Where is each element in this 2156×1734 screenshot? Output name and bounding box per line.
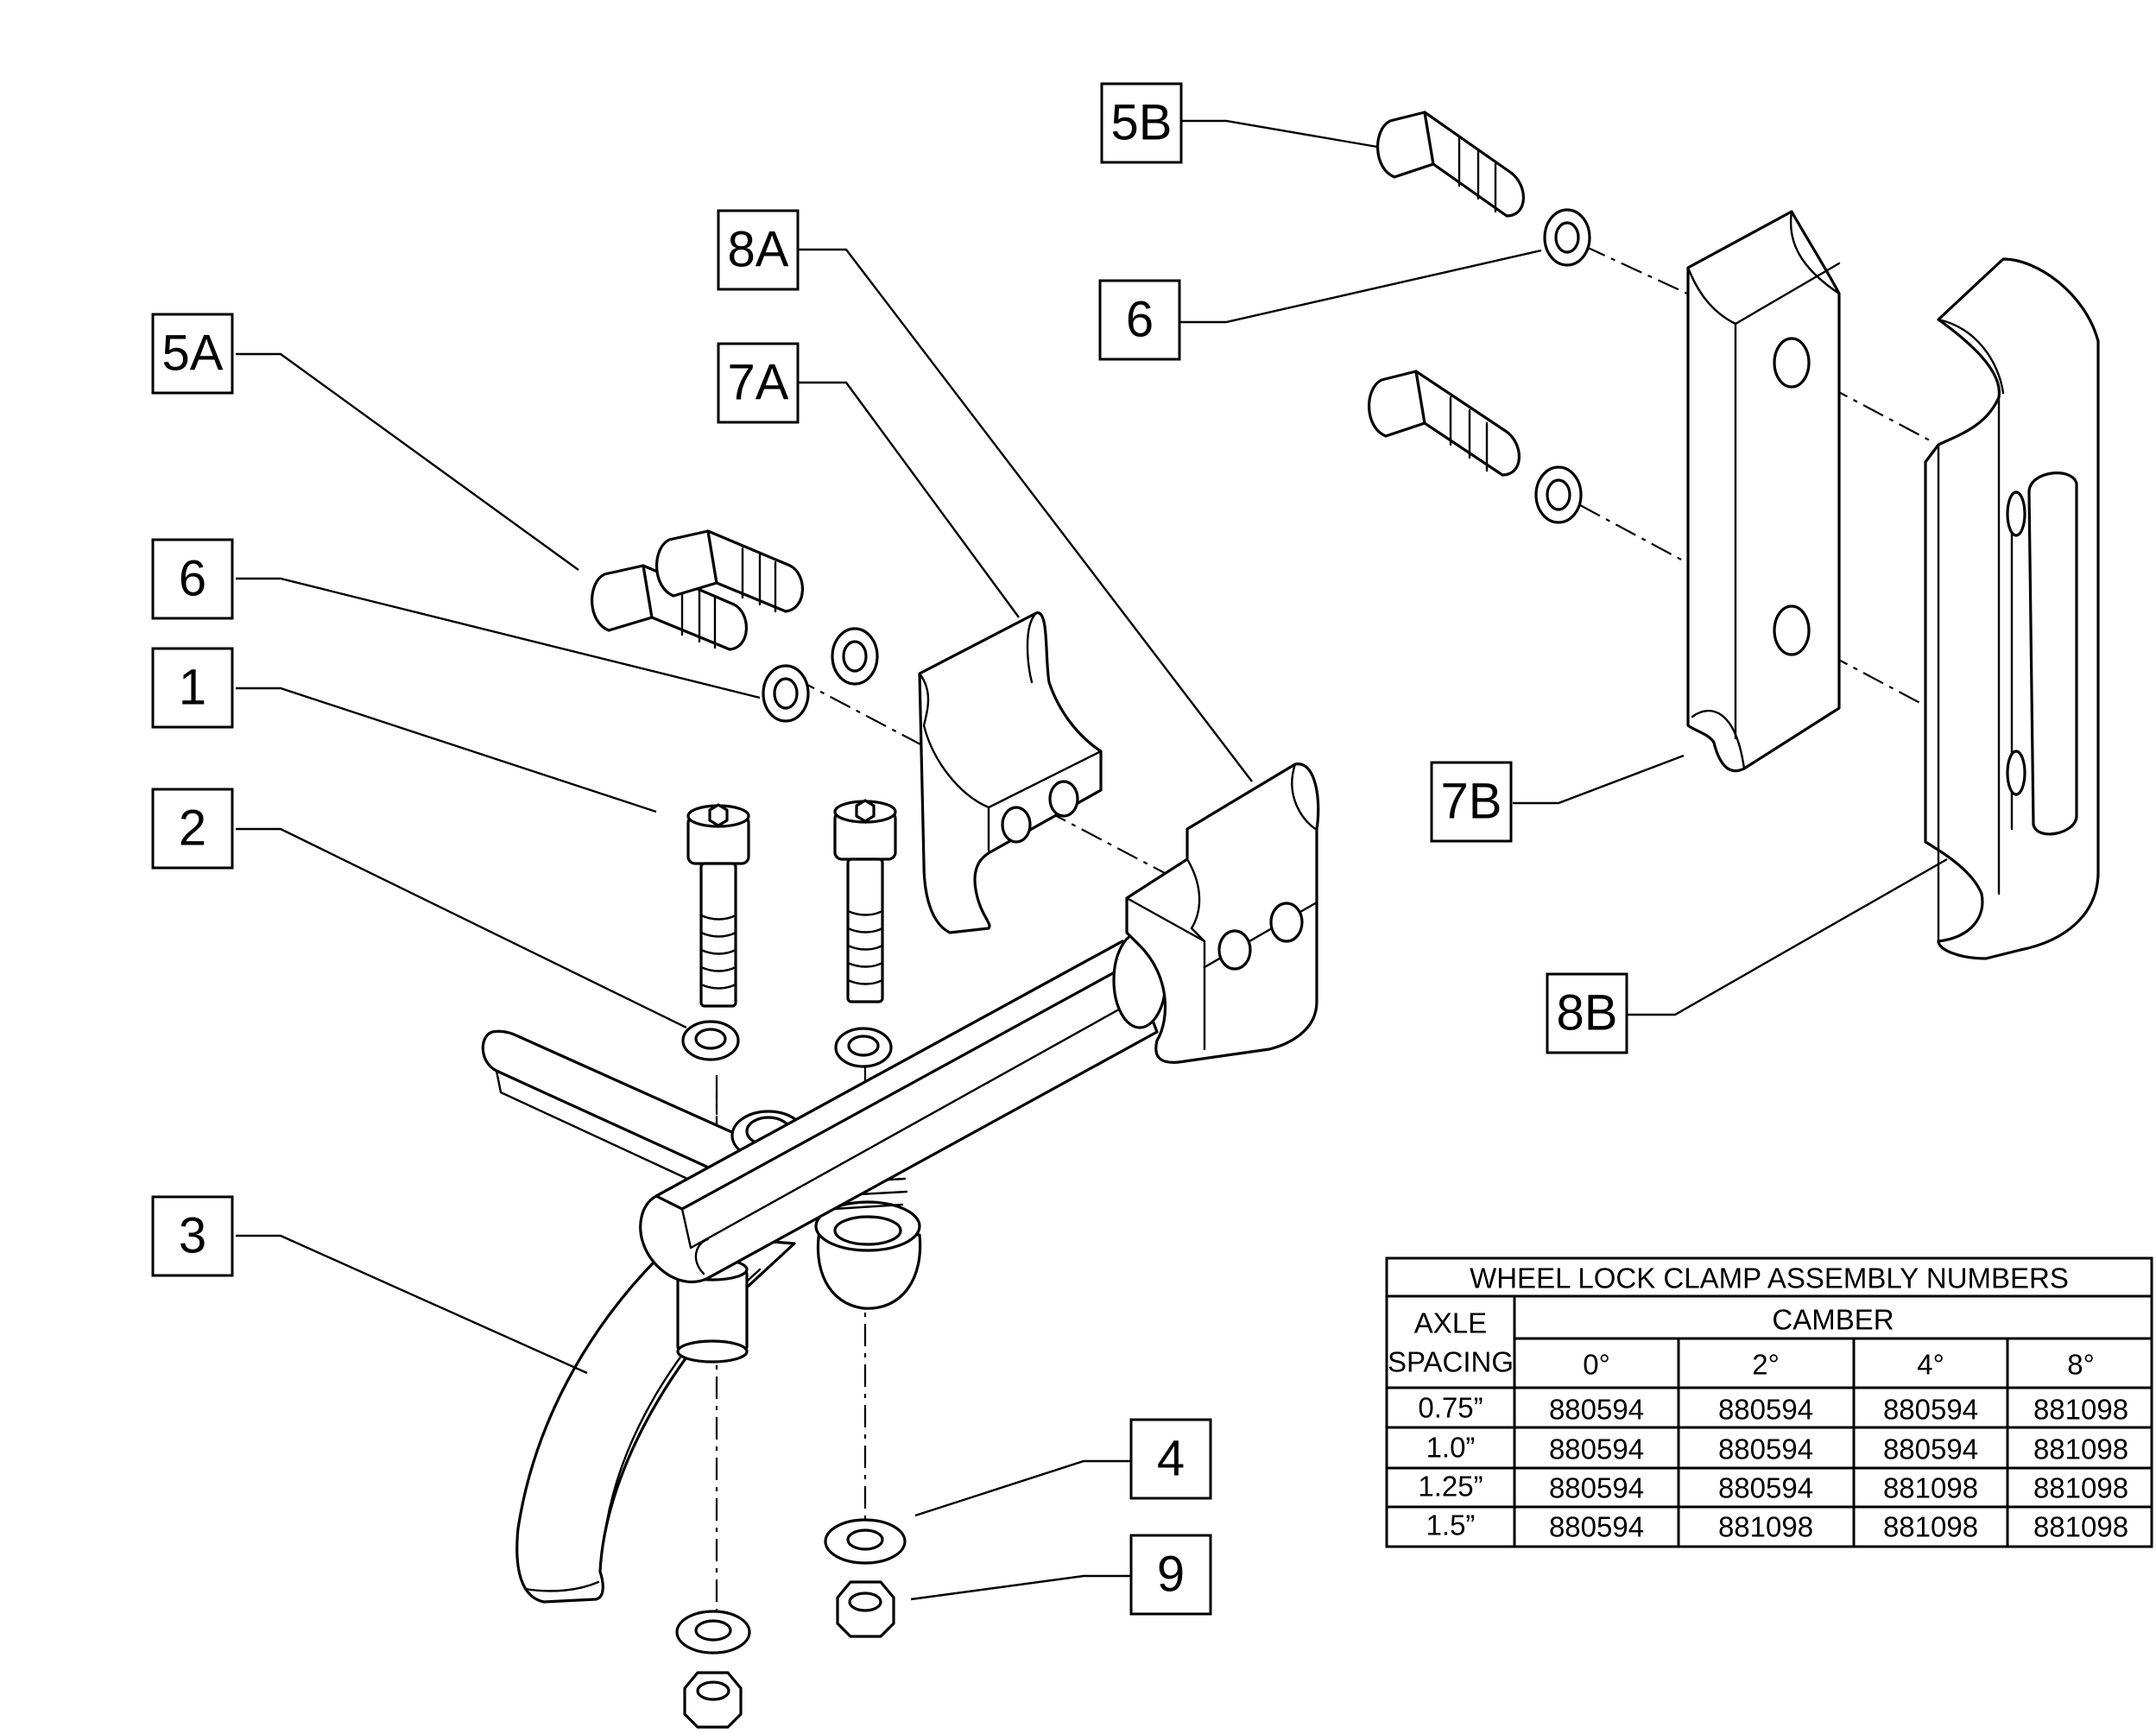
pivot-boss-right (814, 1177, 922, 1310)
table-cell: 880594 (1549, 1511, 1644, 1543)
callout-5b: 5B (1100, 82, 1183, 164)
callout-8a: 8A (717, 209, 800, 291)
table-row-spacing: 1.5” (1426, 1509, 1476, 1541)
part-7b-clamp (1686, 210, 1841, 773)
callout-4: 4 (1129, 1418, 1212, 1500)
table-row-header-line2: SPACING (1388, 1346, 1514, 1378)
part-4-washer (824, 1518, 907, 1565)
table-cell: 880594 (1718, 1394, 1813, 1426)
callout-5a-text: 5A (162, 326, 224, 382)
callout-8a-text: 8A (728, 222, 789, 278)
callout-3-text: 3 (179, 1208, 206, 1264)
table-cell: 880594 (1718, 1433, 1813, 1465)
table-cell: 881098 (1883, 1511, 1978, 1543)
table-cell: 881098 (1883, 1472, 1978, 1504)
table-cell: 881098 (2033, 1394, 2128, 1426)
callout-7b-text: 7B (1441, 774, 1502, 830)
callout-9: 9 (1129, 1534, 1212, 1616)
part-6-lock-washers-right (1534, 208, 1591, 524)
callout-6-left-text: 6 (179, 551, 206, 607)
callout-4-text: 4 (1157, 1431, 1185, 1487)
part-1-cap-screw-right (833, 799, 897, 1003)
table-cell: 880594 (1883, 1394, 1978, 1426)
callout-1-text: 1 (179, 660, 206, 716)
table-column-header: 8° (2067, 1349, 2095, 1381)
callout-8b-text: 8B (1557, 985, 1618, 1041)
part-2-washers (681, 1020, 893, 1068)
table-cell: 880594 (1718, 1472, 1813, 1504)
table-cell: 881098 (2033, 1472, 2128, 1504)
table-row-header-line1: AXLE (1414, 1307, 1487, 1339)
callout-2-text: 2 (179, 801, 206, 857)
callout-5a: 5A (151, 313, 234, 395)
assembly-numbers-table: WHEEL LOCK CLAMP ASSEMBLY NUMBERS AXLE S… (1385, 1256, 2153, 1548)
callout-6-right-text: 6 (1126, 292, 1154, 348)
table-row-spacing: 0.75” (1418, 1392, 1483, 1424)
callout-3: 3 (151, 1195, 234, 1277)
callout-9-text: 9 (1157, 1547, 1185, 1603)
part-6-lock-washers-left (762, 627, 879, 723)
callout-1: 1 (151, 647, 234, 729)
part-8b-clamp (1924, 257, 2100, 960)
channel-bar (639, 931, 1167, 1284)
washer-and-nut-left (675, 1610, 751, 1729)
part-7a-clamp (918, 611, 1103, 934)
callout-7a-text: 7A (728, 355, 789, 411)
table-column-header: 0° (1583, 1349, 1610, 1381)
part-5b-screws (1368, 111, 1525, 477)
callout-7b: 7B (1430, 761, 1513, 843)
table-cell: 881098 (2033, 1433, 2128, 1465)
callout-6-right: 6 (1098, 279, 1181, 361)
table-title: WHEEL LOCK CLAMP ASSEMBLY NUMBERS (1470, 1263, 2069, 1294)
callout-5b-text: 5B (1111, 95, 1173, 151)
table-cell: 881098 (1718, 1511, 1813, 1543)
callout-2: 2 (151, 788, 234, 870)
callout-6-left: 6 (151, 538, 234, 620)
table-cell: 880594 (1549, 1433, 1644, 1465)
leader-lines (236, 119, 1948, 1601)
part-5a-screws (591, 529, 804, 651)
part-8a-clamp (1125, 763, 1320, 1064)
table-cell: 880594 (1549, 1472, 1644, 1504)
table-cell: 880594 (1549, 1394, 1644, 1426)
table-cell: 880594 (1883, 1433, 1978, 1465)
table-group-header: CAMBER (1772, 1304, 1894, 1336)
table-column-header: 2° (1752, 1349, 1780, 1381)
table-row-spacing: 1.0” (1426, 1432, 1476, 1464)
callout-8b: 8B (1546, 972, 1628, 1054)
part-3-brake-arm (515, 1233, 796, 1604)
table-cell: 881098 (2033, 1511, 2128, 1543)
part-1-cap-screw-left (686, 803, 750, 1008)
part-9-nut (836, 1580, 895, 1638)
table-column-header: 4° (1917, 1349, 1944, 1381)
callout-7a: 7A (717, 342, 800, 424)
table-row-spacing: 1.25” (1418, 1471, 1483, 1503)
